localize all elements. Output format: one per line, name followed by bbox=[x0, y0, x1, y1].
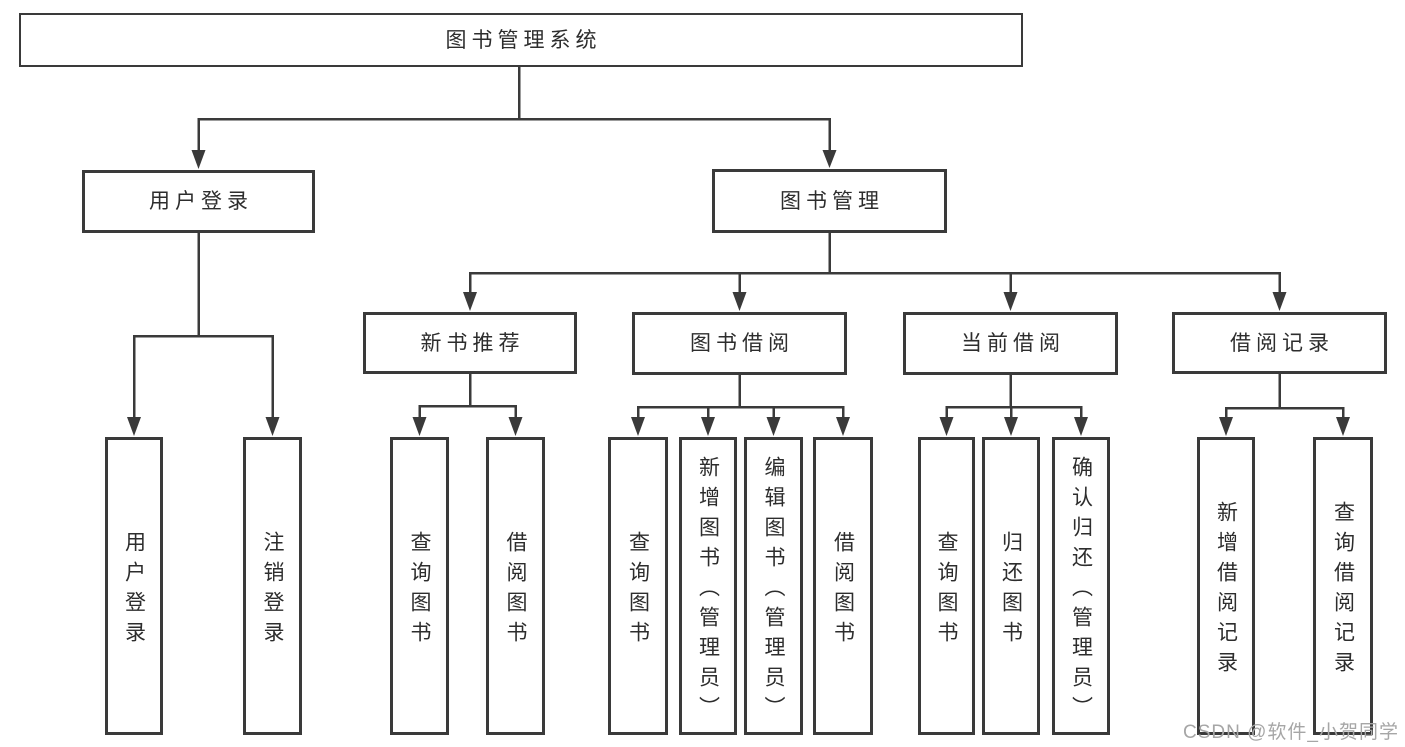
node-current-borrowing: 当前借阅 bbox=[903, 312, 1118, 375]
leaf-logout: 注销登录 bbox=[243, 437, 302, 735]
leaf-query-books-recommend: 查询图书 bbox=[390, 437, 449, 735]
node-new-book-recommendation: 新书推荐 bbox=[363, 312, 577, 374]
node-label: 编辑图书（管理员） bbox=[762, 455, 785, 726]
node-label: 图书管理系统 bbox=[445, 28, 602, 52]
node-borrowing-records: 借阅记录 bbox=[1172, 312, 1387, 374]
node-label: 查询借阅记录 bbox=[1331, 500, 1355, 681]
node-label: 借阅记录 bbox=[1230, 331, 1334, 355]
node-label: 查询图书 bbox=[408, 530, 431, 651]
leaf-query-books-current: 查询图书 bbox=[918, 437, 975, 735]
node-label: 确认归还（管理员） bbox=[1069, 455, 1093, 726]
node-label: 归还图书 bbox=[999, 530, 1023, 651]
leaf-borrow-books-recommend: 借阅图书 bbox=[486, 437, 545, 735]
node-library-management-system: 图书管理系统 bbox=[19, 13, 1023, 67]
node-book-management: 图书管理 bbox=[712, 169, 947, 233]
node-label: 借阅图书 bbox=[831, 530, 855, 651]
leaf-add-borrow-record: 新增借阅记录 bbox=[1197, 437, 1255, 735]
node-label: 借阅图书 bbox=[504, 530, 527, 651]
node-label: 图书借阅 bbox=[690, 332, 794, 355]
leaf-add-books-admin: 新增图书（管理员） bbox=[679, 437, 737, 735]
leaf-borrow-books-borrowing: 借阅图书 bbox=[813, 437, 873, 735]
node-label: 新增借阅记录 bbox=[1214, 500, 1238, 681]
leaf-confirm-return-admin: 确认归还（管理员） bbox=[1052, 437, 1110, 735]
node-book-borrowing: 图书借阅 bbox=[632, 312, 847, 375]
node-label: 图书管理 bbox=[780, 189, 884, 213]
leaf-edit-books-admin: 编辑图书（管理员） bbox=[744, 437, 803, 735]
node-label: 新书推荐 bbox=[420, 331, 525, 355]
node-label: 当前借阅 bbox=[961, 332, 1065, 355]
node-label: 新增图书（管理员） bbox=[696, 455, 720, 726]
leaf-user-login: 用户登录 bbox=[105, 437, 163, 735]
node-label: 注销登录 bbox=[261, 530, 284, 651]
leaf-query-borrow-record: 查询借阅记录 bbox=[1313, 437, 1373, 735]
node-user-login: 用户登录 bbox=[82, 170, 315, 233]
node-label: 用户登录 bbox=[149, 190, 253, 213]
arrowheads bbox=[127, 150, 1350, 436]
node-label: 查询图书 bbox=[935, 530, 958, 651]
leaf-return-books: 归还图书 bbox=[982, 437, 1040, 735]
csdn-watermark: CSDN @软件_小贺同学 bbox=[1183, 722, 1399, 743]
node-label: 查询图书 bbox=[626, 530, 650, 651]
connector-segments bbox=[132, 65, 1345, 418]
node-label: 用户登录 bbox=[122, 530, 146, 651]
leaf-query-books-borrowing: 查询图书 bbox=[608, 437, 668, 735]
